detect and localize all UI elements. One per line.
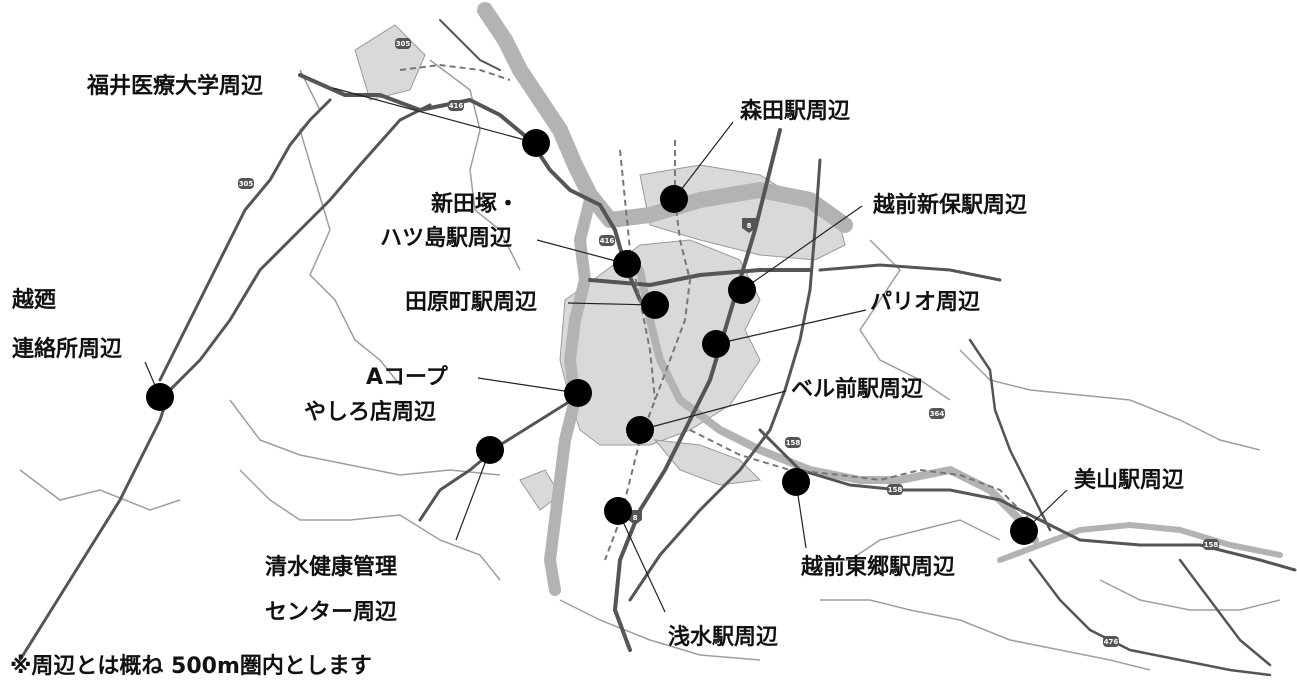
marker-tawaramachi: [641, 291, 669, 319]
leader-lines: [144, 87, 1068, 613]
marker-echizen-togo: [782, 468, 810, 496]
route-shields: 305 416 305 8 416 8 364 158 158 158 476: [238, 38, 1219, 647]
route-shield: 305: [395, 38, 411, 49]
svg-text:305: 305: [239, 180, 254, 188]
marker-acoop: [564, 379, 592, 407]
label-echizen-shinbo: 越前新保駅周辺: [873, 193, 1028, 218]
label-koshiji-line2: 連絡所周辺: [12, 337, 123, 362]
svg-text:416: 416: [600, 237, 615, 245]
route-shield: 305: [238, 178, 254, 189]
label-acoop-line1: Aコープ: [366, 365, 448, 390]
marker-echizen-shinbo: [728, 276, 756, 304]
label-tawaramachi: 田原町駅周辺: [405, 290, 538, 315]
route-shield: 158: [887, 484, 903, 495]
svg-text:364: 364: [930, 410, 945, 418]
svg-text:8: 8: [633, 514, 638, 522]
marker-shimizu: [476, 436, 504, 464]
svg-text:416: 416: [449, 102, 464, 110]
svg-text:158: 158: [786, 439, 801, 447]
svg-text:305: 305: [396, 40, 411, 48]
label-echizen-togo: 越前東郷駅周辺: [801, 555, 956, 580]
marker-nittazuka: [613, 250, 641, 278]
label-nittazuka-line1: 新田塚・: [431, 192, 520, 217]
label-fukui-med-univ: 福井医療大学周辺: [87, 74, 264, 99]
route-shield: 416: [599, 235, 615, 246]
marker-koshiji: [146, 383, 174, 411]
route-shield: 158: [1203, 539, 1219, 550]
svg-text:476: 476: [1104, 638, 1119, 646]
label-asamizu: 浅水駅周辺: [668, 625, 779, 650]
area-boundaries: [19, 59, 1281, 671]
svg-text:8: 8: [747, 222, 752, 230]
label-bellmae: ベル前駅周辺: [791, 377, 924, 402]
route-shield: 364: [929, 408, 945, 419]
marker-morita: [660, 185, 688, 213]
route-shield: 8: [742, 218, 756, 233]
marker-bellmae: [626, 416, 654, 444]
label-pario: パリオ周辺: [870, 290, 981, 315]
urban-area: [354, 24, 846, 511]
marker-miyama: [1010, 517, 1038, 545]
marker-pario: [702, 330, 730, 358]
label-nittazuka-line2: ハツ島駅周辺: [380, 226, 513, 251]
marker-asamizu: [604, 497, 632, 525]
label-shimizu-line2: センター周辺: [265, 600, 398, 625]
label-morita: 森田駅周辺: [740, 99, 851, 124]
svg-text:158: 158: [888, 486, 903, 494]
footnote: ※周辺とは概ね 500m圏内とします: [10, 654, 372, 679]
label-acoop-line2: やしろ店周辺: [304, 400, 437, 425]
station-markers: [146, 129, 1038, 545]
label-koshiji-line1: 越廼: [12, 288, 57, 313]
route-shield: 158: [785, 437, 801, 448]
route-shield: 476: [1103, 636, 1119, 647]
marker-fukui-med-univ: [522, 129, 550, 157]
label-shimizu-line1: 清水健康管理: [265, 555, 398, 580]
route-shield: 416: [448, 100, 464, 111]
svg-text:158: 158: [1204, 541, 1219, 549]
label-miyama: 美山駅周辺: [1074, 468, 1185, 493]
